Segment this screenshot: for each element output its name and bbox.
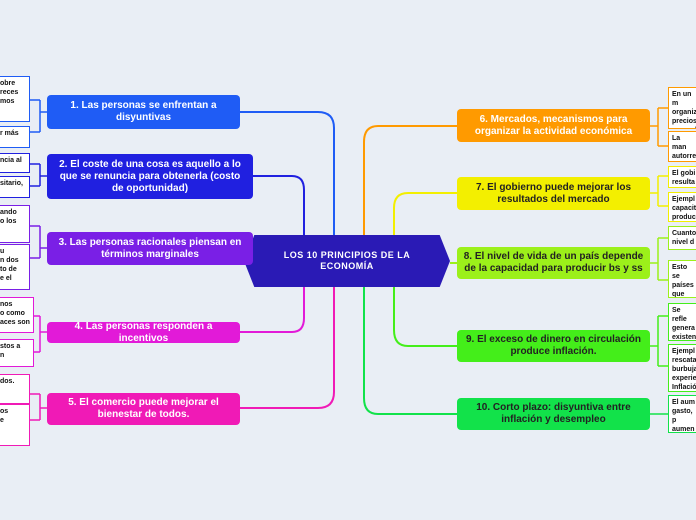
link-p7 [393,192,457,261]
leaf-3b[interactable]: u n dos to de e el [0,244,30,290]
leaf-5b[interactable]: os e [0,404,30,446]
central-topic-label: LOS 10 PRINCIPIOS DE LA ECONOMÍA [283,250,411,271]
topic-8-label: 8. El nivel de vida de un país depende d… [463,251,644,274]
topic-7-label: 7. El gobierno puede mejorar los resulta… [475,181,632,205]
leaf-7a[interactable]: El gobi resulta [668,166,696,188]
leaf-1b[interactable]: r más [0,126,30,148]
link-p10 [363,287,457,415]
topic-1[interactable]: 1. Las personas se enfrentan a disyuntiv… [47,95,240,129]
topic-6-label: 6. Mercados, mecanismos para organizar l… [474,113,633,137]
link-p5 [240,287,335,409]
link-p2 [253,175,305,261]
link-p6 [363,125,457,261]
leaf-8b[interactable]: Esto se países que hay ciudad [668,260,696,298]
topic-1-label: 1. Las personas se enfrentan a disyuntiv… [70,100,217,123]
leaf-7b[interactable]: Ejempl capacit produc [668,192,696,222]
topic-7[interactable]: 7. El gobierno puede mejorar los resulta… [457,177,650,210]
topic-9-label: 9. El exceso de dinero en circulación pr… [465,334,642,357]
link-p9 [393,287,457,347]
leaf-5a[interactable]: dos. [0,374,30,404]
leaf-4a[interactable]: nos o como aces son [0,297,34,333]
link-p1 [240,111,335,261]
topic-4-label: 4. Las personas responden a incentivos [74,320,213,344]
leaf-1a[interactable]: obre reces mos [0,76,30,122]
leaf-10a[interactable]: El aum gasto, p aumen contrat [668,395,696,433]
topic-9[interactable]: 9. El exceso de dinero en circulación pr… [457,330,650,362]
leaf-2a[interactable]: ncia al [0,153,30,173]
central-topic[interactable]: LOS 10 PRINCIPIOS DE LA ECONOMÍA [244,235,450,287]
topic-3-label: 3. Las personas racionales piensan en té… [58,236,242,260]
leaf-6b[interactable]: La man autorre manter [668,131,696,162]
leaf-8a[interactable]: Cuanto nivel d [668,226,696,250]
topic-5[interactable]: 5. El comercio puede mejorar el bienesta… [47,393,240,425]
topic-6[interactable]: 6. Mercados, mecanismos para organizar l… [457,109,650,142]
leaf-9a[interactable]: Se refle genera existen tiempo [668,303,696,341]
topic-10[interactable]: 10. Corto plazo: disyuntiva entre inflac… [457,398,650,430]
leaf-3a[interactable]: ando o los [0,205,30,243]
leaf-2b[interactable]: sitario, [0,176,30,198]
link-p4 [240,287,305,333]
topic-2[interactable]: 2. El coste de una cosa es aquello a lo … [47,154,253,199]
topic-2-label: 2. El coste de una cosa es aquello a lo … [59,158,241,194]
leaf-9b[interactable]: Ejempl rescata burbuja experie Inflació [668,344,696,392]
topic-4[interactable]: 4. Las personas responden a incentivos [47,320,240,344]
topic-5-label: 5. El comercio puede mejorar el bienesta… [68,397,219,420]
topic-3[interactable]: 3. Las personas racionales piensan en té… [47,232,253,265]
leaf-4b[interactable]: stos a n [0,339,34,367]
topic-10-label: 10. Corto plazo: disyuntiva entre inflac… [476,402,631,425]
topic-8[interactable]: 8. El nivel de vida de un país depende d… [457,247,650,279]
leaf-6a[interactable]: En un m organiz precios mercad [668,87,696,129]
